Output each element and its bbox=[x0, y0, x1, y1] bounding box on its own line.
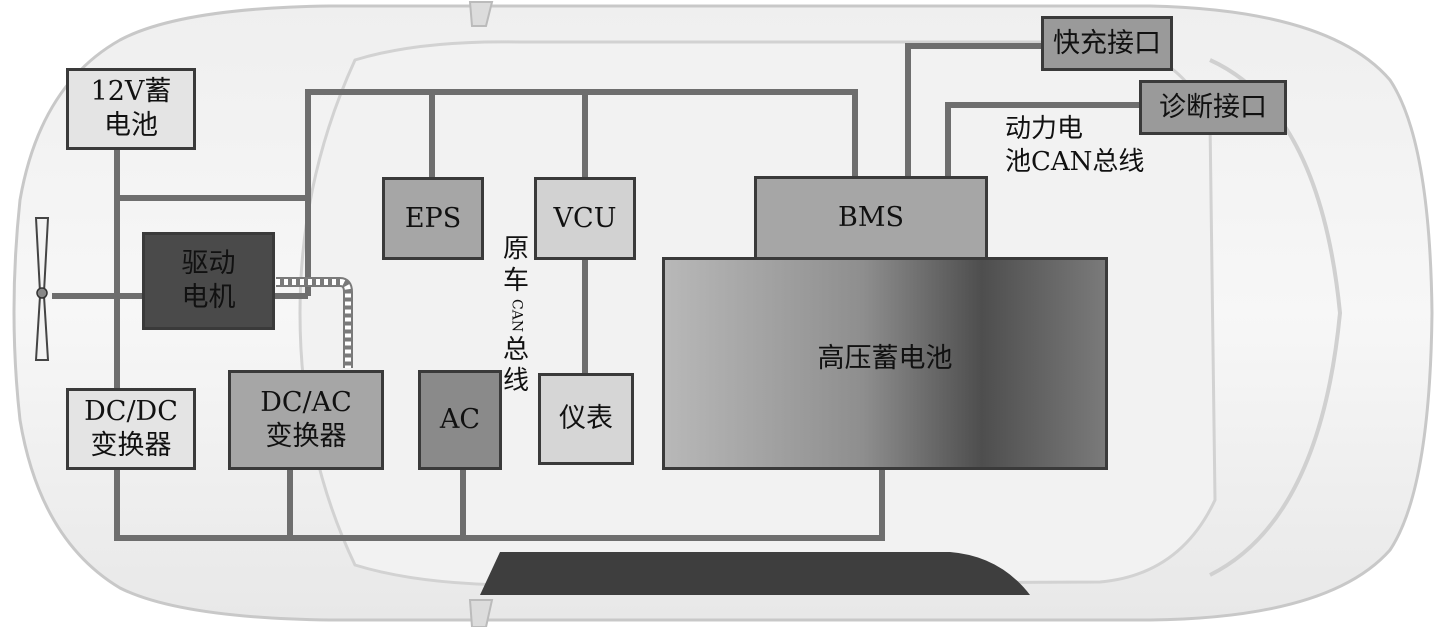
vcu-box: VCU bbox=[534, 177, 636, 260]
battery-12v-box: 12V蓄电池 bbox=[66, 68, 196, 150]
bms-box: BMS bbox=[754, 176, 988, 260]
power-battery-can-label-line2: 池CAN总线 bbox=[1005, 146, 1144, 179]
hv-battery-box: 高压蓄电池 bbox=[662, 257, 1108, 470]
instrument-box: 仪表 bbox=[538, 373, 634, 465]
eps-box: EPS bbox=[382, 177, 484, 260]
original-vehicle-can-bus-label: 原 车 CAN 总 线 bbox=[501, 234, 531, 398]
original-can-char-5: 线 bbox=[503, 366, 529, 396]
fast-charge-port-box: 快充接口 bbox=[1041, 16, 1173, 71]
power-battery-can-label-line1: 动力电 bbox=[1005, 113, 1083, 146]
diagnostic-port-box: 诊断接口 bbox=[1139, 80, 1287, 135]
original-can-char-2: 车 bbox=[503, 266, 529, 296]
mirror-bottom bbox=[470, 600, 492, 627]
original-can-char-3: CAN bbox=[507, 299, 524, 332]
original-can-char-1: 原 bbox=[503, 234, 529, 264]
ac-box: AC bbox=[418, 370, 502, 470]
original-can-char-4: 总 bbox=[503, 335, 529, 365]
drive-motor-box: 驱动电机 bbox=[142, 232, 275, 330]
floor-shadow bbox=[480, 552, 1030, 595]
